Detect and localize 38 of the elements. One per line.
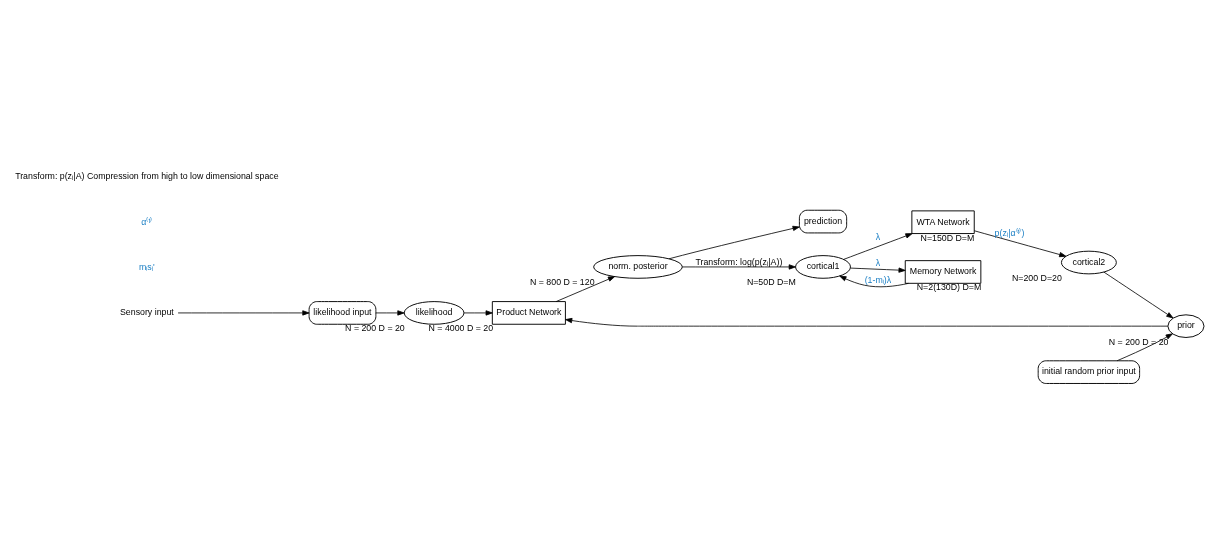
label: α⁽ᵗ⁾	[141, 216, 153, 227]
arrow	[850, 267, 906, 273]
arrow	[843, 232, 913, 260]
node-label: N=200 D=20	[1011, 272, 1062, 283]
arrow	[555, 275, 616, 302]
arrow	[565, 317, 1169, 327]
arrow	[839, 275, 909, 287]
arrow	[177, 309, 310, 316]
node-label: N = 4000 D = 20	[428, 322, 494, 333]
node-label: N=2(130D) D=M	[916, 281, 982, 292]
arrow	[668, 225, 800, 259]
arrow	[973, 229, 1067, 257]
arrow	[463, 309, 493, 316]
node-box: prediction	[798, 209, 848, 233]
arrow	[1116, 332, 1173, 361]
node-box: likelihood input	[308, 300, 377, 325]
node-text: Sensory input	[119, 306, 174, 317]
node-ellipse: norm. posterior	[593, 254, 683, 279]
node-label: N = 200 D = 20	[1108, 336, 1169, 347]
node-box: Memory Network	[904, 259, 982, 284]
edge-label: λ	[875, 257, 881, 268]
label: mₗsᵢʹ	[138, 261, 155, 272]
node-label: N=150D D=M	[920, 232, 975, 243]
arrow	[1103, 271, 1174, 318]
edge-label: (1-mₗ)λ	[864, 274, 892, 285]
node-label: N = 200 D = 20	[345, 322, 405, 333]
node-ellipse: likelihood	[403, 300, 465, 325]
node-label: N = 800 D = 120	[529, 276, 595, 287]
edge-label: λ	[875, 231, 881, 242]
arrow	[682, 263, 796, 270]
node-box: initial random prior input	[1037, 359, 1141, 384]
edge-label: Transform: log(p(zᵢ|A))	[695, 256, 783, 267]
node-box: Product Network	[491, 300, 566, 325]
node-label: N=50D D=M	[746, 276, 796, 287]
edge-label: p(zᵢ|α⁽ᵗ⁾)	[994, 227, 1025, 238]
node-box: WTA Network	[911, 209, 975, 234]
label: Transform: p(zᵢ|A) Compression from high to low dimensional space	[15, 170, 279, 181]
arrow	[375, 309, 405, 316]
